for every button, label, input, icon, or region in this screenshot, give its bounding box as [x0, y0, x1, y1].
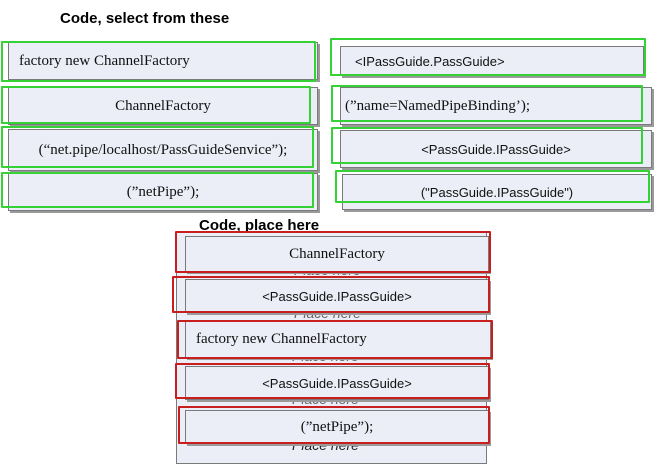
target-heading: Code, place here	[199, 217, 320, 234]
source-item-net-pipe-address[interactable]: (“net.pipe/localhost/PassGuideSenvice”);	[8, 129, 318, 171]
source-item-factory-new[interactable]: factory new ChannelFactory	[8, 42, 318, 80]
placed-item-label: factory new ChannelFactory	[196, 330, 367, 347]
source-item-label: <PassGuide.IPassGuide>	[421, 141, 571, 157]
placed-item-label: ChannelFactory	[289, 245, 385, 262]
source-item-label: ("PassGuide.IPassGuide")	[420, 184, 574, 200]
source-item-label: (”name=NamedPipeBinding’);	[345, 97, 531, 114]
placed-item-passguide-ipassguide[interactable]: <PassGuide.IPassGuide>	[185, 279, 489, 313]
placed-item-channelfactory[interactable]: ChannelFactory	[185, 236, 489, 272]
source-item-passguide-ipassguide-string[interactable]: ("PassGuide.IPassGuide")	[342, 174, 652, 210]
source-item-named-pipe-binding[interactable]: (”name=NamedPipeBinding’);	[340, 87, 652, 125]
source-item-passguide-ipassguide[interactable]: <PassGuide.IPassGuide>	[340, 130, 652, 168]
source-heading: Code, select from these	[60, 10, 230, 27]
placed-item-netpipe[interactable]: (”netPipe”);	[185, 410, 489, 444]
source-item-label: <IPassGuide.PassGuide>	[355, 53, 505, 69]
placed-item-label: <PassGuide.IPassGuide>	[262, 288, 412, 304]
placed-item-label: (”netPipe”);	[300, 418, 374, 435]
source-item-label: (”netPipe”);	[126, 183, 200, 200]
source-item-channelfactory[interactable]: ChannelFactory	[8, 87, 318, 125]
placed-item-factory-new[interactable]: factory new ChannelFactory	[185, 320, 491, 358]
placed-item-label: <PassGuide.IPassGuide>	[262, 375, 412, 391]
source-item-netpipe[interactable]: (”netPipe”);	[8, 173, 318, 211]
placed-item-passguide-ipassguide-2[interactable]: <PassGuide.IPassGuide>	[185, 366, 489, 400]
source-item-label: ChannelFactory	[115, 97, 211, 114]
source-item-label: factory new ChannelFactory	[19, 52, 190, 69]
source-item-label: (“net.pipe/localhost/PassGuideSenvice”);	[38, 141, 288, 158]
source-item-ipassguide-passguide[interactable]: <IPassGuide.PassGuide>	[340, 46, 644, 76]
